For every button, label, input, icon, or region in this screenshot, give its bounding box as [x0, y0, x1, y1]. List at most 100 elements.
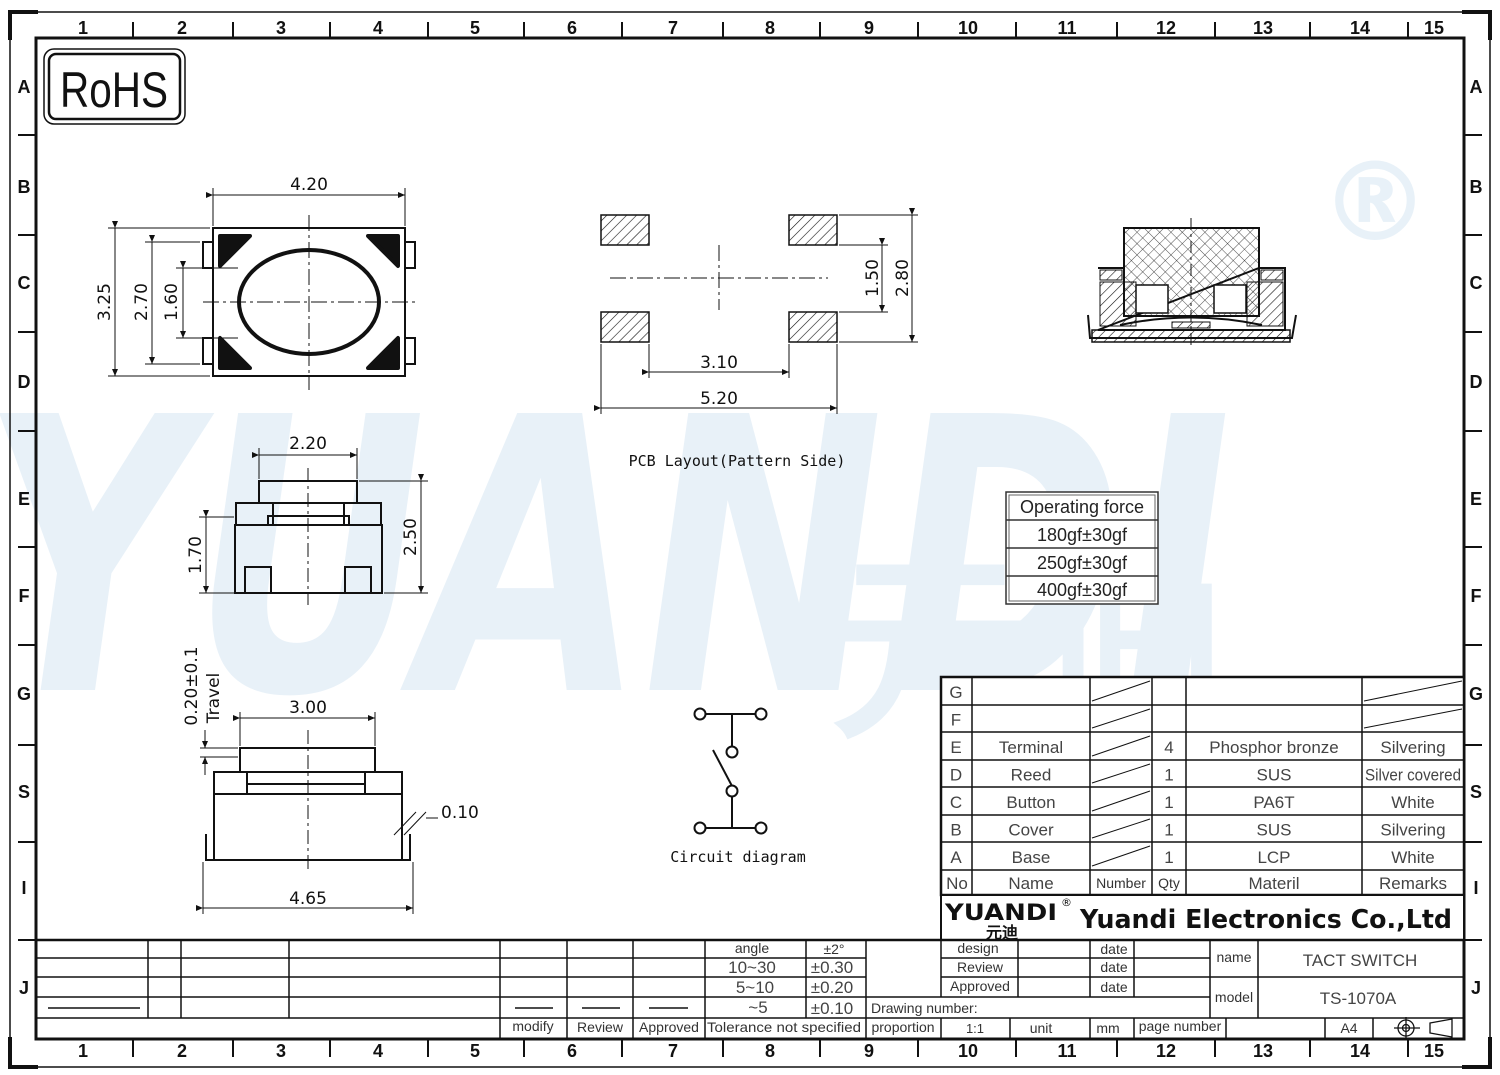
- outer-frame: [9, 11, 1491, 1068]
- zone-row-label: A: [1470, 77, 1483, 97]
- bom-name: Button: [1006, 793, 1055, 812]
- zone-column-label: 5: [470, 18, 480, 38]
- proportion-label: proportion: [871, 1019, 934, 1035]
- zone-column-label: 11: [1057, 18, 1076, 38]
- dim-travel-value: 0.20±0.1: [182, 646, 202, 725]
- approved-label-2: Approved: [950, 978, 1010, 994]
- unit-value: mm: [1096, 1020, 1119, 1036]
- bom-name: Base: [1012, 848, 1051, 867]
- dim-pcb-d3: 3.10: [700, 353, 738, 373]
- zone-column-label: 7: [668, 18, 678, 38]
- zone-row-label: S: [1470, 782, 1482, 802]
- zone-row-label: C: [1470, 273, 1483, 293]
- bom-header-remarks: Remarks: [1379, 874, 1447, 893]
- zone-row-label: A: [18, 77, 31, 97]
- operating-force-value: 250gf±30gf: [1037, 553, 1128, 573]
- zone-column-label: 11: [1057, 1041, 1076, 1061]
- operating-force-table: Operating force 180gf±30gf 250gf±30gf 40…: [1005, 491, 1159, 605]
- zone-row-label: S: [18, 782, 30, 802]
- dim-side-top: 2.20: [289, 434, 327, 454]
- product-name: TACT SWITCH: [1303, 951, 1418, 970]
- pcb-layout: 1.50 2.80 3.10 5.20 PCB Layout(Pattern S…: [594, 208, 918, 470]
- scale-value: 1:1: [966, 1021, 984, 1036]
- corner-marks: [8, 10, 1492, 1069]
- zone-column-label: 12: [1156, 1041, 1176, 1061]
- dim-front-width: 4.65: [289, 889, 327, 909]
- bom-no: G: [949, 683, 962, 702]
- tol-range: ~5: [748, 998, 767, 1017]
- zone-row-label: F: [19, 586, 30, 606]
- dim-pcb-d2: 2.80: [893, 259, 913, 297]
- zone-column-label: 4: [373, 18, 383, 38]
- company-name: Yuandi Electronics Co.,Ltd: [1079, 905, 1452, 935]
- bom-header-no: No: [946, 874, 968, 893]
- dim-side-h2: 2.50: [401, 518, 421, 556]
- drawing-number-label: Drawing number:: [871, 1000, 978, 1016]
- zone-row-label: J: [19, 978, 29, 998]
- company-logo-cn: 元迪: [986, 923, 1018, 942]
- modify-label: modify: [512, 1018, 553, 1034]
- zone-column-label: 10: [958, 18, 978, 38]
- zone-row-label: B: [18, 177, 31, 197]
- angle-label: angle: [735, 940, 769, 956]
- angle-tolerance: ±2°: [823, 941, 844, 957]
- projection-symbol-icon: [1394, 1017, 1453, 1039]
- zone-column-label: 7: [668, 1041, 678, 1061]
- zone-column-label: 14: [1350, 1041, 1370, 1061]
- tol-range: 5~10: [736, 978, 774, 997]
- dim-top-width: 4.20: [290, 175, 328, 195]
- zone-row-label: F: [1471, 586, 1482, 606]
- zone-row-label: I: [1473, 878, 1478, 898]
- review-label-2: Review: [957, 959, 1004, 975]
- bom-header-qty: Qty: [1158, 875, 1180, 891]
- zone-column-label: 4: [373, 1041, 383, 1061]
- zone-column-label: 9: [864, 18, 874, 38]
- cross-section: [1087, 218, 1297, 345]
- bom-no: C: [950, 793, 962, 812]
- zone-row-label: C: [18, 273, 31, 293]
- zone-column-label: 2: [177, 1041, 187, 1061]
- page-number-label: page number: [1139, 1018, 1222, 1034]
- bom-name: Reed: [1011, 766, 1052, 785]
- circuit-diagram: Circuit diagram: [670, 707, 806, 866]
- tol-value: ±0.30: [811, 958, 853, 977]
- name-label: name: [1216, 949, 1251, 965]
- dim-pcb-d1: 1.50: [863, 259, 883, 297]
- bom-no: D: [950, 766, 962, 785]
- zone-column-label: 3: [276, 18, 286, 38]
- bom-no: E: [950, 738, 961, 757]
- operating-force-value: 400gf±30gf: [1037, 580, 1128, 600]
- date-label: date: [1100, 941, 1127, 957]
- bom-header-name: Name: [1008, 874, 1053, 893]
- bom-material: LCP: [1257, 848, 1290, 867]
- date-label: date: [1100, 979, 1127, 995]
- bom-header-number: Number: [1096, 875, 1146, 891]
- unit-label: unit: [1030, 1020, 1053, 1036]
- front-view: 0.20±0.1 Travel 3.00 0.10 4.65: [182, 646, 479, 914]
- rohs-label: RoHS: [60, 62, 168, 118]
- zone-row-label: D: [18, 372, 31, 392]
- approved-label: Approved: [639, 1019, 699, 1035]
- rohs-badge: RoHS: [43, 48, 186, 125]
- bom-no: B: [950, 821, 961, 840]
- dim-front-gap: 0.10: [441, 803, 479, 823]
- bom-no: F: [951, 711, 961, 730]
- zone-row-label: G: [1469, 684, 1483, 704]
- zone-column-label: 13: [1253, 18, 1273, 38]
- bom-remarks: Silvering: [1380, 738, 1445, 757]
- pcb-caption: PCB Layout(Pattern Side): [629, 452, 846, 470]
- zone-row-label: J: [1471, 978, 1481, 998]
- tol-value: ±0.20: [811, 978, 853, 997]
- bom-qty: 1: [1164, 766, 1173, 785]
- title-block: angle ±2° 10~30 ±0.30 5~10 ±0.20 ~5 ±0.1…: [36, 938, 1464, 1039]
- model-number: TS-1070A: [1320, 989, 1397, 1008]
- dim-top-h1: 3.25: [95, 283, 115, 321]
- company-logo: YUANDI: [944, 901, 1057, 926]
- zone-column-label: 3: [276, 1041, 286, 1061]
- zone-column-label: 6: [567, 1041, 577, 1061]
- bom-material: PA6T: [1253, 793, 1294, 812]
- bom-remarks: White: [1391, 848, 1434, 867]
- bom-remarks: Silvering: [1380, 821, 1445, 840]
